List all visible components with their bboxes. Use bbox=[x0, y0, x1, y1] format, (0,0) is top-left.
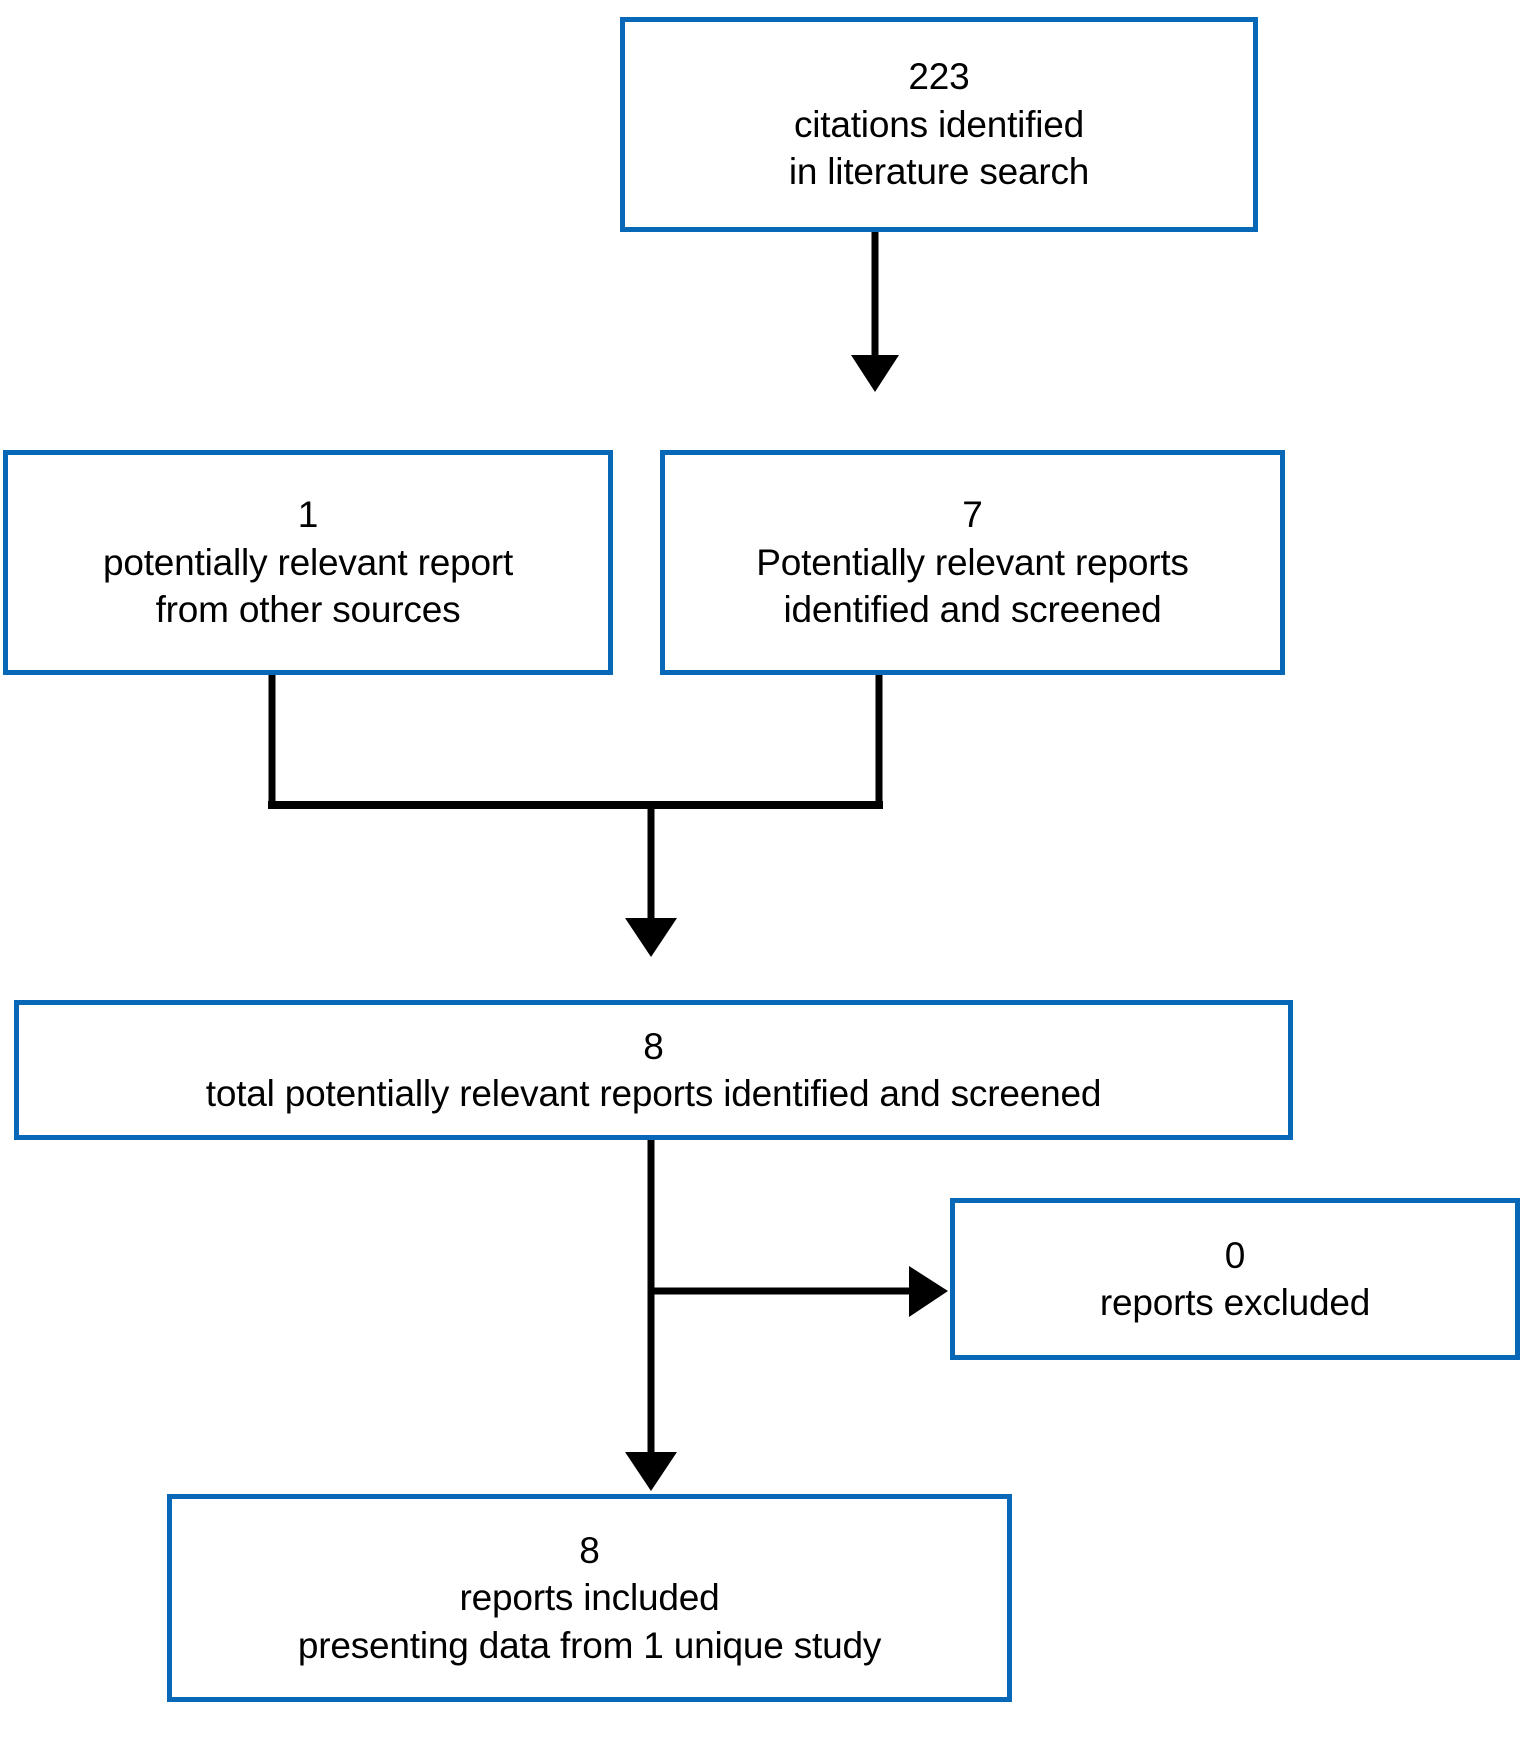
box-reports-other-sources: 1 potentially relevant report from other… bbox=[3, 450, 613, 675]
box-reports-included-line2: presenting data from 1 unique study bbox=[297, 1624, 882, 1666]
box-total-reports-screened-count: 8 bbox=[643, 1025, 664, 1067]
box-reports-excluded-line1: reports excluded bbox=[1099, 1282, 1371, 1323]
box-reports-excluded: 0 reports excluded bbox=[950, 1198, 1520, 1360]
box-reports-other-sources-line2: from other sources bbox=[155, 589, 461, 631]
box-reports-screened-count: 7 bbox=[962, 494, 983, 536]
connector-total-to-excluded bbox=[651, 1266, 948, 1317]
connector-merge-to-total bbox=[268, 675, 883, 957]
box-reports-included: 8 reports included presenting data from … bbox=[167, 1494, 1012, 1702]
box-reports-screened: 7 Potentially relevant reports identifie… bbox=[660, 450, 1285, 675]
box-citations-identified-line1: citations identified bbox=[793, 103, 1085, 145]
box-total-reports-screened: 8 total potentially relevant reports ide… bbox=[14, 1000, 1293, 1140]
box-reports-screened-line1: Potentially relevant reports bbox=[756, 541, 1189, 583]
box-citations-identified: 223 citations identified in literature s… bbox=[620, 17, 1258, 232]
connector-identified-to-screened bbox=[851, 232, 899, 392]
box-reports-included-line1: reports included bbox=[459, 1577, 720, 1619]
connector-total-to-included bbox=[625, 1140, 677, 1491]
box-reports-included-count: 8 bbox=[579, 1529, 600, 1571]
box-reports-other-sources-count: 1 bbox=[297, 494, 319, 536]
box-reports-screened-line2: identified and screened bbox=[783, 589, 1162, 631]
box-citations-identified-count: 223 bbox=[908, 56, 970, 98]
box-citations-identified-line2: in literature search bbox=[788, 151, 1090, 193]
box-total-reports-screened-line1: total potentially relevant reports ident… bbox=[205, 1073, 1102, 1114]
box-reports-other-sources-line1: potentially relevant report bbox=[102, 541, 514, 583]
box-reports-excluded-count: 0 bbox=[1224, 1234, 1246, 1276]
